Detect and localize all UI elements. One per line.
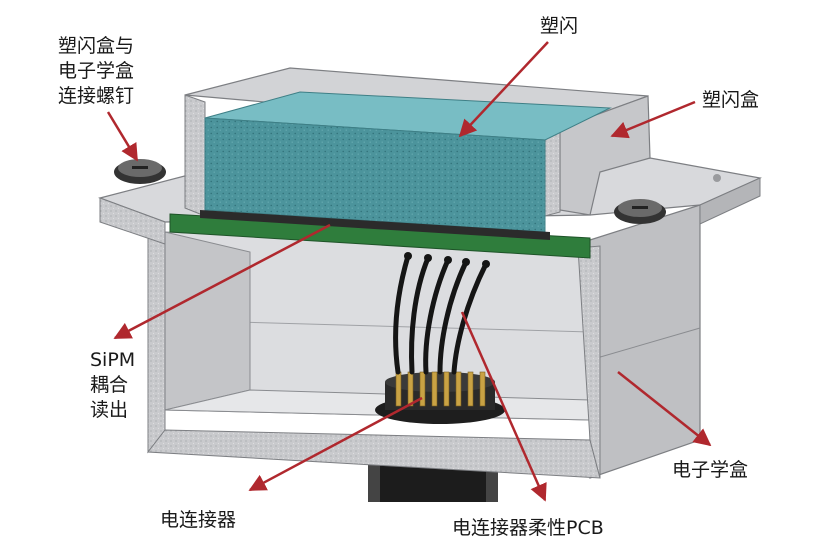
electronics-box-front-left: [147, 224, 166, 454]
arrow-scintillator: [458, 41, 549, 138]
arrow-electronics-box: [617, 371, 712, 447]
screw-hole: [713, 174, 721, 182]
arrow-sipm: [113, 223, 331, 340]
screw-left: [114, 159, 166, 184]
label-sipm-line1: SiPM: [90, 349, 136, 371]
screw-right: [614, 199, 666, 224]
arrow-scint-box: [610, 100, 696, 139]
label-screw-line3: 连接螺钉: [58, 85, 135, 107]
label-screw: 塑闪盒与 电子学盒 连接螺钉: [58, 34, 134, 109]
flex-pcb-cables: [393, 253, 489, 375]
annotation-arrows: [106, 41, 712, 502]
label-sipm-line3: 读出: [90, 399, 129, 421]
arrow-flex-pcb: [460, 311, 547, 502]
label-sipm: SiPM 耦合 读出: [90, 348, 135, 423]
label-electronics-box: 电子学盒: [672, 459, 749, 481]
electronics-box-front-right: [577, 245, 601, 479]
arrow-screw: [106, 111, 139, 162]
label-connector: 电连接器: [160, 509, 237, 531]
scint-box-right-cut: [544, 127, 561, 217]
flange-right-edge: [699, 177, 761, 225]
label-scint-box: 塑闪盒: [702, 89, 760, 111]
connector-pins: [395, 371, 486, 407]
label-screw-line1: 塑闪盒与: [58, 35, 135, 57]
label-screw-line2: 电子学盒: [58, 60, 135, 82]
label-flex-pcb: 电连接器柔性PCB: [452, 517, 604, 539]
label-sipm-line2: 耦合: [90, 374, 129, 396]
sipm-strip: [200, 210, 550, 240]
flange-front: [99, 197, 166, 245]
flex-pcb-cable-ends: [404, 252, 490, 268]
label-scintillator: 塑闪: [540, 15, 579, 37]
scint-box-left-cut: [184, 94, 206, 217]
arrow-connector: [248, 396, 423, 492]
electronics-box-left-wall: [164, 231, 251, 411]
connector-body: [375, 372, 505, 424]
electronics-box-right-wall: [589, 204, 701, 479]
